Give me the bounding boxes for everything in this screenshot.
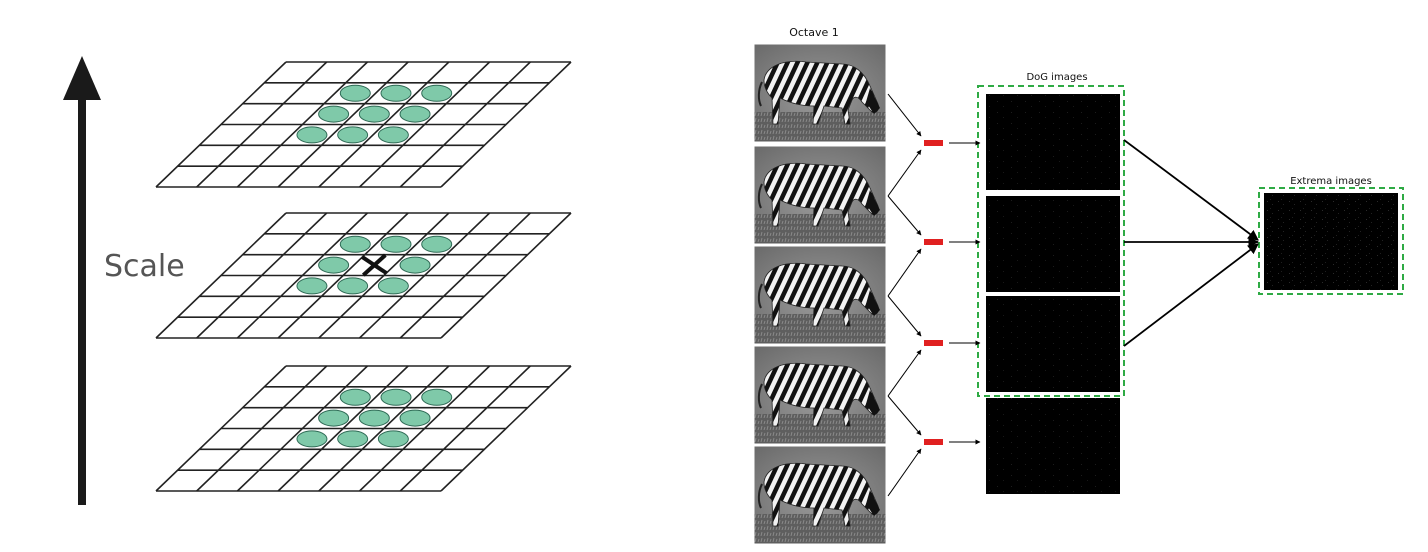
- extrema-group-border: [1258, 187, 1404, 295]
- grid-line: [277, 212, 409, 339]
- grid-line: [440, 365, 572, 492]
- sample-point: [296, 430, 328, 448]
- grid-line: [155, 61, 287, 188]
- octave-label: Octave 1: [789, 26, 839, 39]
- dog-to-extrema-arrow-1: [1123, 139, 1259, 241]
- scale-label: Scale: [104, 249, 185, 284]
- sample-point: [421, 235, 453, 253]
- dog-group-border: [977, 85, 1125, 397]
- sample-point: [296, 277, 328, 295]
- scale-pyramid: Scale: [63, 56, 572, 505]
- grid-line: [440, 61, 572, 188]
- grid-line: [359, 61, 491, 188]
- sample-point: [318, 256, 350, 274]
- sample-point: [421, 84, 453, 102]
- gaussian-image: [753, 345, 887, 445]
- x-mark-icon: [361, 253, 388, 277]
- sample-point: [339, 235, 371, 253]
- connectors: [887, 93, 981, 497]
- input-arrow: [887, 295, 922, 337]
- sample-point: [296, 126, 328, 144]
- sample-point: [399, 409, 431, 427]
- sample-point: [337, 430, 369, 448]
- input-arrow: [887, 349, 922, 397]
- dog-to-extrema-arrow-3: [1123, 243, 1259, 347]
- sample-point: [337, 277, 369, 295]
- sample-point: [318, 105, 350, 123]
- gaussian-image: [753, 43, 887, 143]
- dog-label: DoG images: [1026, 72, 1087, 83]
- extrema-label: Extrema images: [1290, 176, 1372, 187]
- minus-icon: [924, 140, 943, 146]
- input-arrow: [887, 93, 922, 137]
- sample-point: [358, 105, 390, 123]
- minus-icon: [924, 239, 943, 245]
- grid-line: [236, 61, 368, 188]
- dog-image-stack: [986, 94, 1120, 494]
- sample-point: [377, 430, 409, 448]
- grid-line: [277, 61, 409, 188]
- input-arrow: [887, 149, 922, 197]
- grid-line: [155, 212, 287, 339]
- grid-line: [318, 212, 450, 339]
- grid-line: [318, 365, 450, 492]
- grid-line: [236, 212, 368, 339]
- sample-point: [318, 409, 350, 427]
- input-arrow: [887, 448, 922, 497]
- grid-line: [196, 61, 328, 188]
- sample-point: [380, 84, 412, 102]
- sample-point: [339, 388, 371, 406]
- grid-line: [236, 365, 368, 492]
- dog-image: [986, 296, 1120, 392]
- input-arrow: [887, 395, 922, 436]
- sample-point: [380, 235, 412, 253]
- grid-line: [196, 212, 328, 339]
- grid-layer-middle: [155, 212, 572, 339]
- gaussian-image: [753, 245, 887, 345]
- sample-point: [337, 126, 369, 144]
- gaussian-image-stack: [753, 43, 887, 545]
- grid-line: [440, 212, 572, 339]
- grid-line: [359, 365, 491, 492]
- dog-image: [986, 398, 1120, 494]
- sample-point: [421, 388, 453, 406]
- sample-point: [358, 409, 390, 427]
- gaussian-image: [753, 145, 887, 245]
- grid-line: [359, 212, 491, 339]
- input-arrow: [887, 195, 922, 236]
- grid-line: [277, 365, 409, 492]
- grid-line: [318, 61, 450, 188]
- scale-arrowhead: [63, 56, 101, 100]
- gaussian-image: [753, 445, 887, 545]
- sample-point: [380, 388, 412, 406]
- grid-line: [196, 365, 328, 492]
- grid-layer-top: [155, 61, 572, 188]
- dog-image: [986, 94, 1120, 190]
- input-arrow: [887, 248, 922, 297]
- grid-layer-bottom: [155, 365, 572, 492]
- minus-icon: [924, 340, 943, 346]
- sample-point: [399, 105, 431, 123]
- sample-point: [377, 126, 409, 144]
- dog-pipeline: Octave 1 DoG images Extrema images: [753, 26, 1404, 545]
- subtract-ops: [924, 140, 943, 445]
- extrema-image: [1264, 193, 1398, 290]
- grid-line: [399, 61, 531, 188]
- minus-icon: [924, 439, 943, 445]
- grid-line: [399, 212, 531, 339]
- sample-point: [339, 84, 371, 102]
- sample-point: [399, 256, 431, 274]
- grid-line: [399, 365, 531, 492]
- grid-line: [155, 365, 287, 492]
- dog-image: [986, 196, 1120, 292]
- sample-point: [377, 277, 409, 295]
